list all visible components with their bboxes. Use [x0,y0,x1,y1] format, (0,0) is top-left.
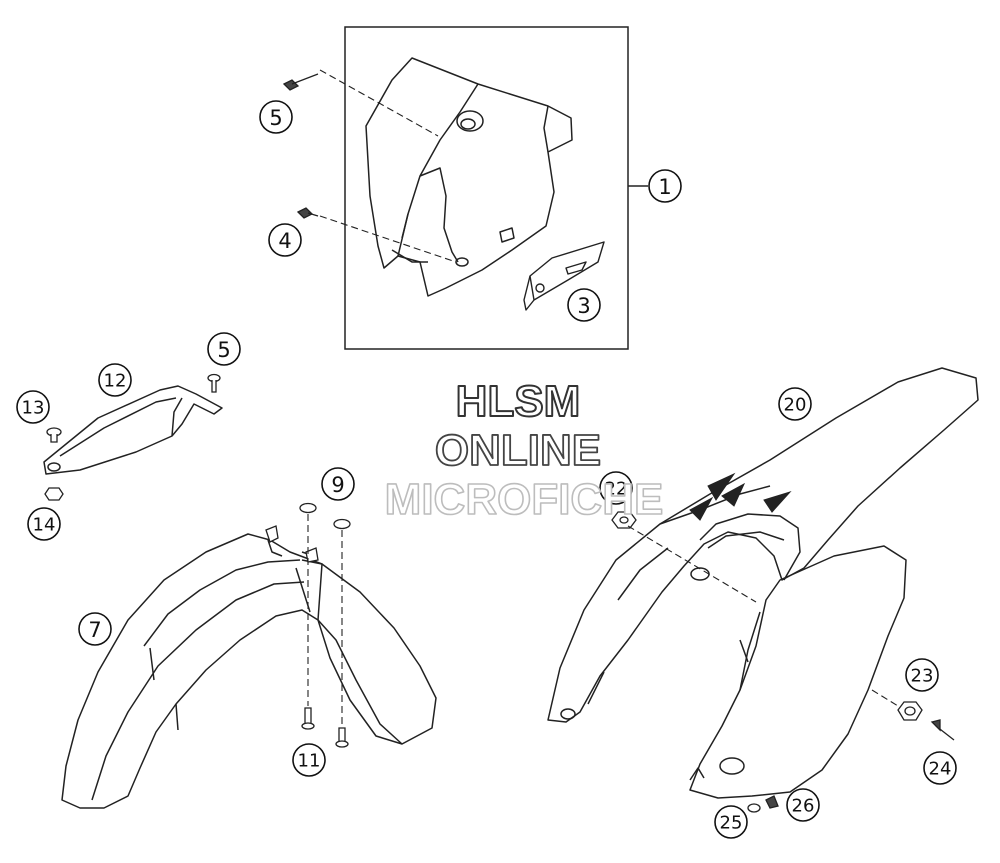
callout-labels: 1 3 4 5 5 7 9 11 12 13 14 20 22 23 24 25… [22,106,952,834]
callout-label-7: 7 [88,618,101,642]
fender-screws-9 [265,502,351,563]
callout-1 [648,169,682,203]
bolt-5-guard [207,373,221,393]
callout-label-12: 12 [104,371,127,392]
callout-25 [714,805,748,839]
callout-22 [599,471,633,505]
callout-4 [268,223,302,257]
callout-label-26: 26 [792,796,815,817]
callout-14 [27,507,61,541]
callout-label-3: 3 [577,294,590,318]
callout-20 [778,387,812,421]
fender-bolts-11 [301,707,349,748]
callout-label-1: 1 [658,175,671,199]
callout-3 [567,288,601,322]
callout-5a [259,100,293,134]
watermark-line-3: MICROFICHE [385,475,664,524]
callout-24 [923,751,957,785]
callout-label-25: 25 [720,813,743,834]
callout-label-22: 22 [605,479,628,500]
callout-label-13: 13 [22,398,45,419]
callout-label-9: 9 [331,473,344,497]
callout-label-5a: 5 [269,106,282,130]
kit-box [344,26,629,350]
callout-label-14: 14 [33,515,56,536]
callout-label-4: 4 [278,229,291,253]
watermark-line-1: HLSM [456,377,581,426]
nut-14 [44,487,64,501]
callout-label-11: 11 [298,751,321,772]
side-panel [689,545,907,799]
callout-12 [98,363,132,397]
number-plate [365,57,573,297]
screw-13 [46,427,62,443]
fork-guard-12 [43,385,223,475]
callout-23 [905,658,939,692]
callout-label-24: 24 [929,759,952,780]
watermark: HLSM ONLINE MICROFICHE [384,376,664,525]
dash-leaders-fender [307,514,343,726]
callout-label-23: 23 [911,666,934,687]
number-plate-decal [523,241,605,311]
callouts [16,100,957,839]
rear-hardware [611,511,955,813]
dash-leaders-plate [319,69,457,263]
dash-leaders-rear [627,525,899,707]
callout-13 [16,390,50,424]
callout-5b [207,332,241,366]
fender-graphic-teeth [689,472,792,521]
callout-11 [292,743,326,777]
callout-label-20: 20 [784,395,807,416]
rear-fender-20 [547,367,979,723]
front-fender-7 [61,533,437,809]
callout-7 [78,612,112,646]
callout-9 [321,467,355,501]
bolt-5-top [282,73,319,91]
callout-label-5b: 5 [217,338,230,362]
watermark-line-2: ONLINE [435,426,601,475]
callout-26 [786,788,820,822]
screw-4 [296,207,319,219]
